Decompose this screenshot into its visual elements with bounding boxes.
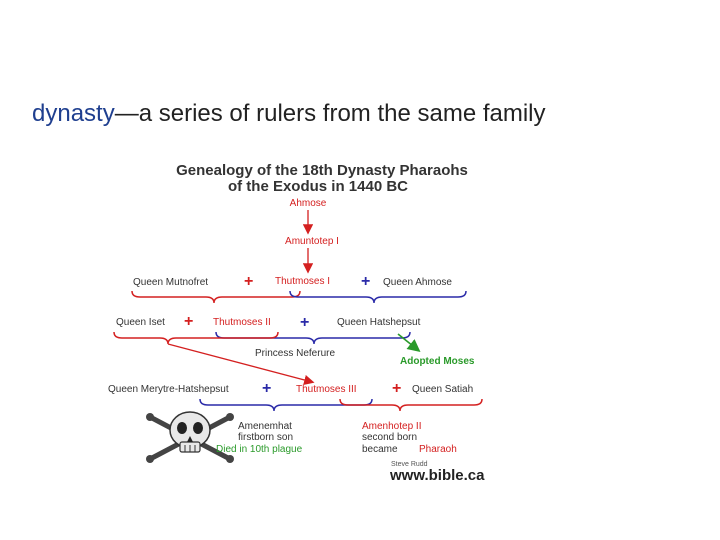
node-amenemhat-note: firstborn son [238, 432, 293, 443]
diagram-title-line2: of the Exodus in 1440 BC [228, 178, 408, 195]
plus-sign-blue: + [361, 273, 370, 290]
node-queen-merytre: Queen Merytre-Hatshepsut [108, 384, 229, 395]
node-amenhotep-became: became [362, 444, 398, 455]
brace-red-row4 [113, 331, 279, 345]
node-queen-iset: Queen Iset [116, 317, 165, 328]
diagram-title-line1: Genealogy of the 18th Dynasty Pharaohs [176, 162, 468, 179]
node-amenhotep-pharaoh: Pharaoh [419, 444, 457, 455]
node-thutmoses3: Thutmoses III [296, 384, 357, 395]
skull-crossbones-icon [146, 411, 234, 463]
plus-sign-blue: + [300, 314, 309, 331]
node-queen-mutnofret: Queen Mutnofret [133, 277, 208, 288]
plus-sign-red: + [392, 380, 401, 397]
node-thutmoses2: Thutmoses II [213, 317, 271, 328]
credit-author: Steve Rudd [391, 461, 428, 468]
node-amuntotep: Amuntotep I [285, 236, 339, 247]
node-princess-neferure: Princess Neferure [255, 348, 335, 359]
credit-site: www.bible.ca [389, 467, 485, 484]
node-queen-ahmose: Queen Ahmose [383, 277, 452, 288]
node-amenhotep-name: Amenhotep II [362, 421, 421, 432]
definition-term: dynasty [32, 100, 115, 127]
definition-text: —a series of rulers from the same family [114, 100, 546, 127]
brace-blue-row3 [289, 290, 467, 304]
plus-sign-blue: + [262, 380, 271, 397]
node-amenhotep-note: second born [362, 432, 417, 443]
node-adopted-moses: Adopted Moses [400, 356, 475, 367]
definition-line: dynasty—a series of rulers from the same… [32, 100, 546, 128]
node-amenemhat-name: Amenemhat [238, 421, 292, 432]
brace-red-row3 [131, 290, 301, 304]
plus-sign-red: + [244, 273, 253, 290]
arrow-adopted-moses [397, 333, 421, 352]
node-thutmoses1: Thutmoses I [275, 276, 330, 287]
brace-red-row5 [339, 398, 483, 412]
plus-sign-red: + [184, 313, 193, 330]
node-queen-hatshepsut: Queen Hatshepsut [337, 317, 421, 328]
node-ahmose: Ahmose [290, 198, 327, 209]
node-amenemhat-fate: Died in 10th plague [216, 444, 303, 455]
node-queen-satiah: Queen Satiah [412, 384, 473, 395]
arrow-iset-thutmoses3 [167, 343, 315, 386]
